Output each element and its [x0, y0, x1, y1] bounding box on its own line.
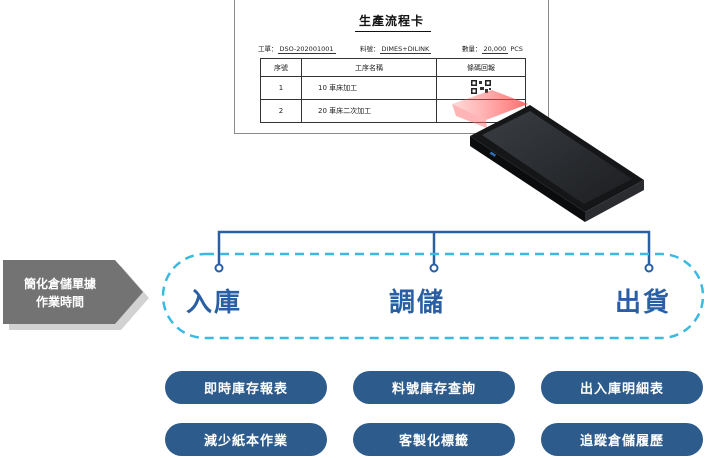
column-header: 條碼回報 — [436, 58, 526, 77]
work-order-value: DSO-202001001 — [277, 45, 336, 54]
callout-line-1: 簡化倉儲單據 — [23, 277, 96, 291]
qr-code-icon — [471, 80, 491, 94]
column-header: 工序名稱 — [301, 58, 437, 77]
feature-pill[interactable]: 客製化標籤 — [353, 423, 515, 456]
table-row: 2 20 車床二次加工 — [260, 99, 526, 123]
part-field: 料號：DIMES+DILINK — [360, 43, 432, 54]
part-value: DIMES+DILINK — [379, 45, 432, 54]
flow-oval — [161, 252, 705, 340]
barcode-cell — [436, 99, 526, 123]
stage-inbound: 入庫 — [186, 288, 243, 318]
callout-text: 簡化倉儲單據 作業時間 — [6, 275, 114, 311]
column-header: 序號 — [260, 58, 302, 77]
row-number: 2 — [260, 99, 302, 123]
process-name: 10 車床加工 — [301, 76, 437, 100]
part-label: 料號： — [360, 45, 380, 53]
feature-pill[interactable]: 即時庫存報表 — [165, 371, 327, 404]
stage-transfer: 調儲 — [389, 288, 446, 318]
work-order-label: 工單： — [258, 45, 278, 53]
feature-pill[interactable]: 減少紙本作業 — [165, 423, 327, 456]
qty-value: 20,000 — [481, 45, 509, 54]
stage-outbound: 出貨 — [615, 288, 672, 318]
barcode-cell — [436, 76, 526, 100]
card-title: 生產流程卡 — [358, 14, 424, 28]
feature-pill[interactable]: 料號庫存查詢 — [353, 371, 515, 404]
work-order-field: 工單：DSO-202001001 — [258, 43, 336, 54]
feature-pill[interactable]: 追蹤倉儲履歷 — [541, 423, 703, 456]
callout-line-2: 作業時間 — [35, 295, 84, 309]
process-table: 序號 工序名稱 條碼回報 1 10 車床加工 2 20 車床二次加工 — [260, 58, 526, 123]
table-header-row: 序號 工序名稱 條碼回報 — [260, 58, 526, 77]
row-number: 1 — [260, 76, 302, 100]
title-underline — [355, 31, 431, 32]
qty-field: 數量：20,000 PCS — [462, 43, 523, 54]
process-card: 生產流程卡 工單：DSO-202001001 料號：DIMES+DILINK 數… — [234, 0, 549, 134]
qty-label: 數量： — [462, 45, 482, 53]
feature-pill[interactable]: 出入庫明細表 — [541, 371, 703, 404]
process-name: 20 車床二次加工 — [301, 99, 437, 123]
callout-arrow — [3, 260, 149, 330]
table-row: 1 10 車床加工 — [260, 76, 526, 100]
qty-unit: PCS — [510, 45, 523, 53]
